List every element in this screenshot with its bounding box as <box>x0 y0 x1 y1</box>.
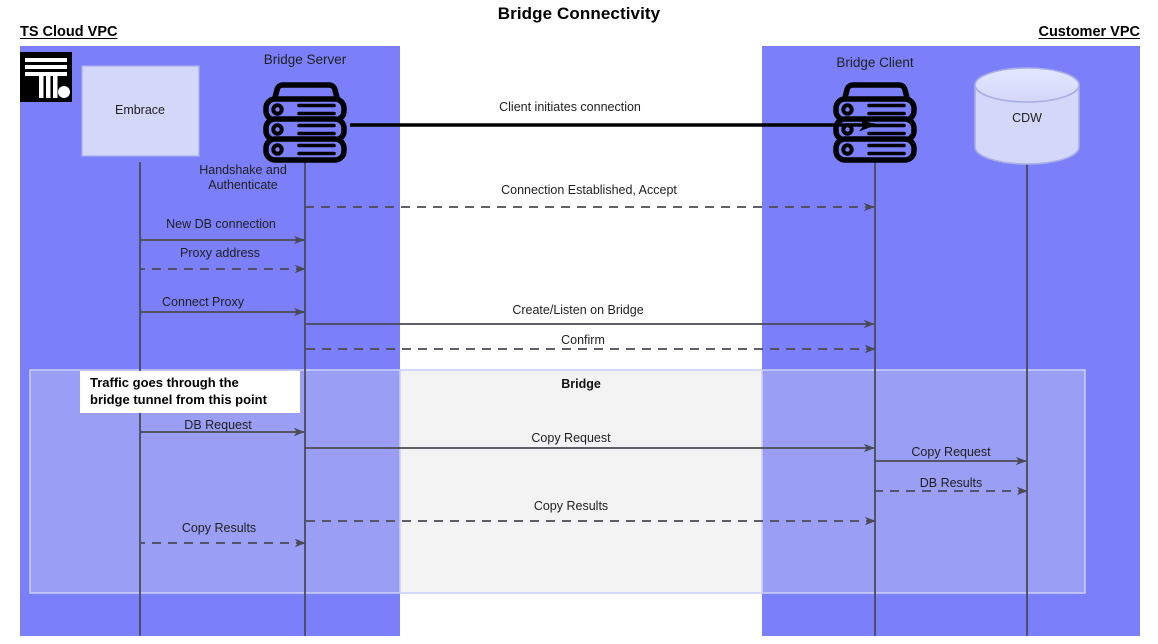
tunnel-note: Traffic goes through the bridge tunnel f… <box>80 371 300 414</box>
msg-label-db-results: DB Results <box>919 476 983 490</box>
bridge-region-rect <box>400 369 762 594</box>
customer-vpc-title: Customer VPC <box>1038 24 1140 40</box>
msg-label-copy-request-cdw: Copy Request <box>911 445 991 459</box>
cdw-label: CDW <box>1012 111 1042 125</box>
msg-label-proxy-address: Proxy address <box>180 246 260 260</box>
msg-label-client-initiates: Client initiates connection <box>499 100 641 114</box>
cdw-icon <box>974 67 1080 165</box>
msg-label-new-db-connection: New DB connection <box>166 217 276 231</box>
msg-label-connection-established: Connection Established, Accept <box>501 183 677 197</box>
embrace-label: Embrace <box>114 103 166 117</box>
msg-label-create-listen: Create/Listen on Bridge <box>512 303 644 317</box>
embrace-box <box>81 65 200 157</box>
ts-logo-icon <box>20 52 72 102</box>
msg-label-copy-results-bridge: Copy Results <box>533 499 609 513</box>
msg-label-copy-results-embrace: Copy Results <box>181 521 257 535</box>
page-title: Bridge Connectivity <box>497 4 661 23</box>
msg-label-connect-proxy: Connect Proxy <box>162 295 244 309</box>
bridge-client-label: Bridge Client <box>836 55 914 70</box>
ts-cloud-vpc-title: TS Cloud VPC <box>20 24 118 40</box>
msg-label-copy-request-bridge: Copy Request <box>531 431 611 445</box>
bridge-server-icon <box>263 82 347 163</box>
tunnel-note-line2: bridge tunnel from this point <box>90 391 267 407</box>
tunnel-region-right <box>761 369 1086 594</box>
bridge-server-label: Bridge Server <box>263 52 347 67</box>
bridge-client-icon <box>833 82 917 163</box>
msg-label-db-request: DB Request <box>184 418 252 432</box>
msg-label-confirm: Confirm <box>561 333 605 347</box>
bridge-region-label: Bridge <box>561 377 601 391</box>
tunnel-note-line1: Traffic goes through the <box>90 375 239 390</box>
